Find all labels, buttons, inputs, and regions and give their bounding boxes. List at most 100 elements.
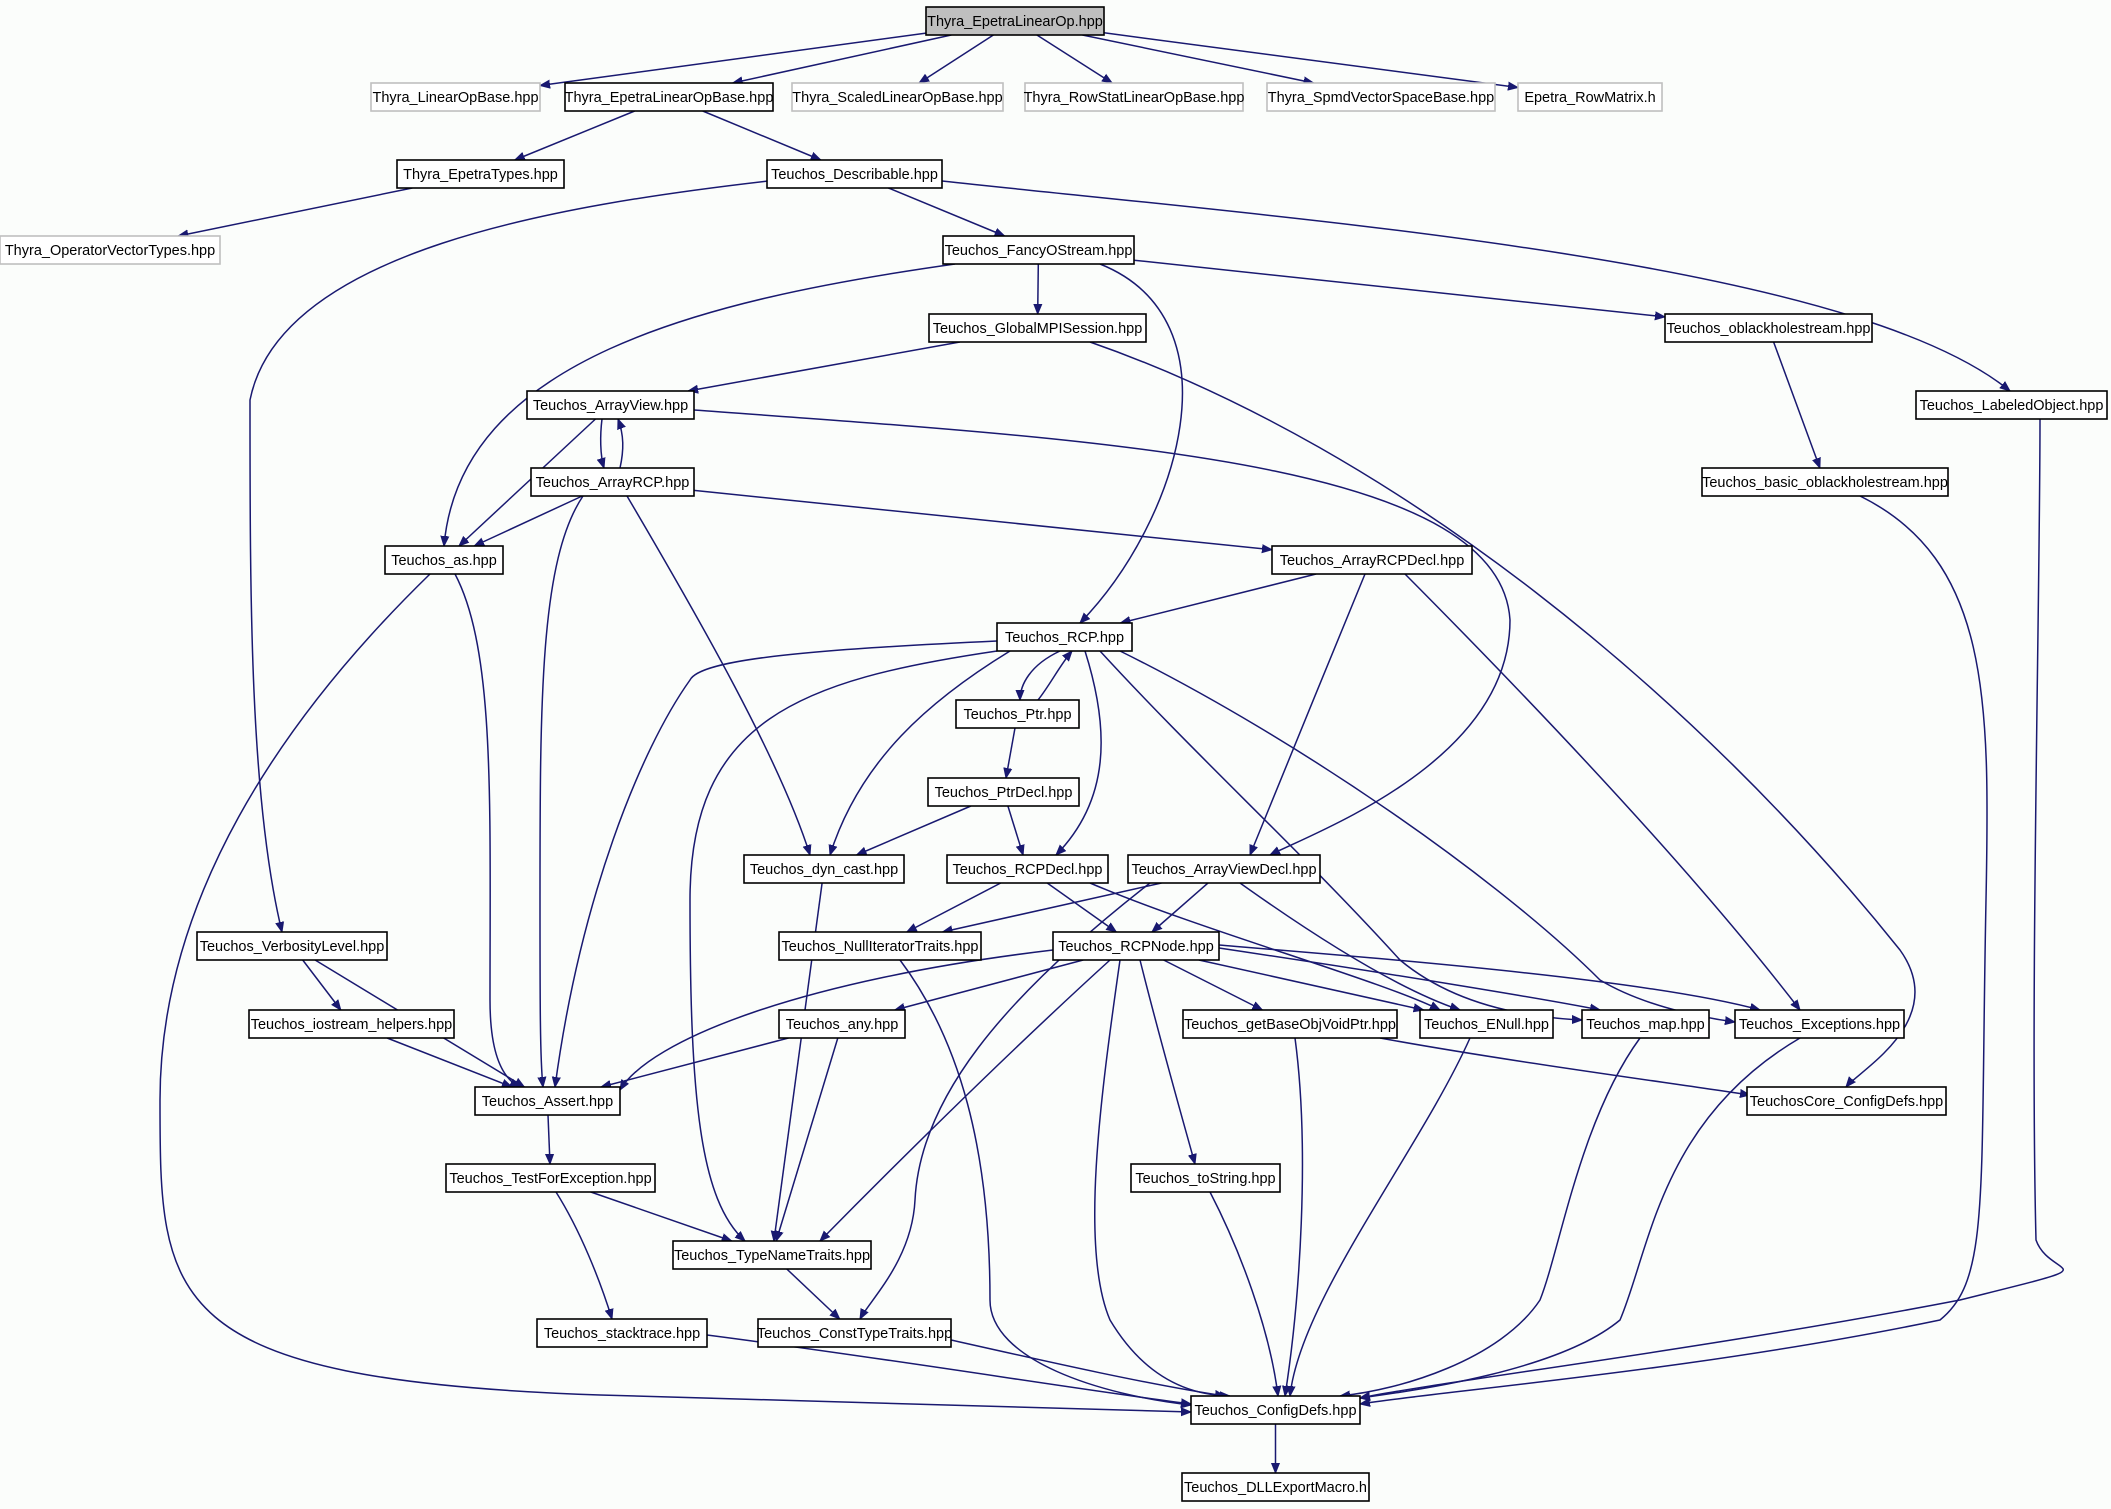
node-rcp[interactable]: Teuchos_RCP.hpp	[996, 622, 1133, 652]
node-arrayrcp[interactable]: Teuchos_ArrayRCP.hpp	[530, 467, 695, 497]
node-labeled[interactable]: Teuchos_LabeledObject.hpp	[1915, 390, 2108, 420]
node-arrayviewdecl[interactable]: Teuchos_ArrayViewDecl.hpp	[1127, 854, 1321, 884]
node-consttype[interactable]: Teuchos_ConstTypeTraits.hpp	[757, 1318, 952, 1348]
node-typename[interactable]: Teuchos_TypeNameTraits.hpp	[672, 1240, 872, 1270]
node-rowstat: Thyra_RowStatLinearOpBase.hpp	[1024, 82, 1244, 112]
node-box	[927, 777, 1080, 807]
node-testforex[interactable]: Teuchos_TestForException.hpp	[445, 1163, 656, 1193]
node-root[interactable]: Thyra_EpetraLinearOp.hpp	[925, 6, 1105, 36]
edge-rcp-to-assert	[555, 640, 998, 1087]
edge-fancy-to-oblack	[1133, 259, 1665, 317]
node-stacktrace[interactable]: Teuchos_stacktrace.hpp	[536, 1318, 708, 1348]
edge-path	[1120, 573, 1317, 623]
edge-rcpnode-to-tostring	[1139, 959, 1195, 1164]
node-dllexport[interactable]: Teuchos_DLLExportMacro.h	[1181, 1472, 1370, 1502]
edge-root-to-epetralinopbase	[733, 34, 952, 83]
edge-path	[1089, 882, 1440, 1011]
node-box	[1915, 390, 2108, 420]
edge-map-to-configdefs	[1340, 1037, 1641, 1396]
node-rcpdecl[interactable]: Teuchos_RCPDecl.hpp	[946, 854, 1109, 884]
edge-fancy-to-globalmpi	[1038, 263, 1039, 314]
edge-path	[888, 187, 1004, 237]
node-describable[interactable]: Teuchos_Describable.hpp	[766, 159, 943, 189]
edge-path	[618, 419, 623, 469]
node-label: Thyra_EpetraTypes.hpp	[403, 167, 558, 183]
node-label: Teuchos_VerbosityLevel.hpp	[200, 939, 385, 955]
node-rcpnode[interactable]: Teuchos_RCPNode.hpp	[1052, 931, 1220, 961]
edge-ptrdecl-to-dyncast	[857, 805, 972, 856]
node-ptrdecl[interactable]: Teuchos_PtrDecl.hpp	[927, 777, 1080, 807]
node-box	[1746, 1086, 1947, 1116]
edge-path	[1772, 341, 1820, 468]
node-tostring[interactable]: Teuchos_toString.hpp	[1130, 1163, 1281, 1193]
edge-path	[1020, 650, 1061, 701]
node-label: Thyra_ScaledLinearOpBase.hpp	[792, 90, 1002, 106]
edge-path	[555, 640, 998, 1087]
node-epetratypes[interactable]: Thyra_EpetraTypes.hpp	[396, 159, 565, 189]
node-globalmpi[interactable]: Teuchos_GlobalMPISession.hpp	[928, 313, 1147, 343]
node-fancy[interactable]: Teuchos_FancyOStream.hpp	[942, 235, 1135, 265]
edge-path	[1340, 1037, 1641, 1396]
node-nulliter[interactable]: Teuchos_NullIteratorTraits.hpp	[778, 931, 982, 961]
edge-arrayview-to-arrayviewdecl	[693, 409, 1511, 856]
node-label: Thyra_LinearOpBase.hpp	[372, 90, 538, 106]
node-label: Teuchos_GlobalMPISession.hpp	[933, 321, 1143, 337]
node-label: Teuchos_toString.hpp	[1135, 1171, 1275, 1187]
node-box	[396, 159, 565, 189]
edge-fancy-to-rcp	[1080, 263, 1184, 623]
edge-rcpnode-to-getbase	[1163, 959, 1263, 1011]
edge-arrayrcpdecl-to-arrayviewdecl	[1249, 573, 1366, 855]
node-label: Teuchos_ArrayView.hpp	[533, 398, 688, 414]
node-enull[interactable]: Teuchos_ENull.hpp	[1419, 1009, 1554, 1039]
edge-path	[1218, 944, 1760, 1010]
edge-path	[1082, 34, 1313, 83]
node-coreconfig[interactable]: TeuchosCore_ConfigDefs.hpp	[1746, 1086, 1947, 1116]
edge-path	[515, 110, 635, 161]
edge-path	[1239, 882, 1460, 1010]
node-label: Teuchos_map.hpp	[1586, 1017, 1705, 1033]
node-oblack[interactable]: Teuchos_oblackholestream.hpp	[1664, 313, 1873, 343]
node-exceptions[interactable]: Teuchos_Exceptions.hpp	[1734, 1009, 1905, 1039]
edge-path	[919, 34, 994, 83]
node-ptr[interactable]: Teuchos_Ptr.hpp	[955, 699, 1080, 729]
node-assert[interactable]: Teuchos_Assert.hpp	[474, 1086, 621, 1116]
node-box	[946, 854, 1109, 884]
node-arrayrcpdecl[interactable]: Teuchos_ArrayRCPDecl.hpp	[1271, 545, 1473, 575]
edge-path	[540, 495, 584, 1087]
node-iohelpers[interactable]: Teuchos_iostream_helpers.hpp	[248, 1009, 455, 1039]
node-box	[445, 1163, 656, 1193]
node-verbosity[interactable]: Teuchos_VerbosityLevel.hpp	[196, 931, 388, 961]
edge-arrayrcp-to-dyncast	[626, 495, 810, 855]
node-dyncast[interactable]: Teuchos_dyn_cast.hpp	[743, 854, 905, 884]
node-getbase[interactable]: Teuchos_getBaseObjVoidPtr.hpp	[1182, 1009, 1398, 1039]
node-label: Teuchos_PtrDecl.hpp	[935, 785, 1073, 801]
edge-path	[688, 341, 961, 391]
edge-testforex-to-typename	[590, 1191, 732, 1241]
edge-path	[1218, 947, 1600, 1010]
node-epetralinopbase[interactable]: Thyra_EpetraLinearOpBase.hpp	[564, 82, 774, 112]
edge-typename-to-consttype	[786, 1268, 840, 1319]
edge-root-to-rowstat	[1036, 34, 1112, 83]
node-label: Teuchos_dyn_cast.hpp	[750, 862, 898, 878]
edge-path	[899, 959, 1191, 1405]
edge-rcp-to-dyncast	[830, 650, 1011, 855]
node-map[interactable]: Teuchos_map.hpp	[1581, 1009, 1710, 1039]
edge-path	[1119, 650, 1735, 1022]
node-any[interactable]: Teuchos_any.hpp	[778, 1009, 906, 1039]
node-arrayview[interactable]: Teuchos_ArrayView.hpp	[526, 390, 695, 420]
node-label: Teuchos_ArrayRCP.hpp	[536, 475, 690, 491]
node-configdefs[interactable]: Teuchos_ConfigDefs.hpp	[1190, 1395, 1361, 1425]
edge-rcpnode-to-exceptions	[1218, 944, 1760, 1010]
node-label: Teuchos_FancyOStream.hpp	[945, 243, 1133, 259]
node-box	[384, 545, 504, 575]
node-box	[1190, 1395, 1361, 1425]
edge-rcp-to-typename	[689, 650, 998, 1241]
node-as[interactable]: Teuchos_as.hpp	[384, 545, 504, 575]
node-label: Thyra_SpmdVectorSpaceBase.hpp	[1268, 90, 1495, 106]
edge-consttype-to-configdefs	[950, 1339, 1225, 1396]
edge-path	[386, 1037, 512, 1088]
node-box	[778, 931, 982, 961]
edge-path	[1093, 959, 1230, 1396]
edge-path	[1046, 882, 1116, 932]
node-basicoblack[interactable]: Teuchos_basic_oblackholestream.hpp	[1701, 467, 1949, 497]
